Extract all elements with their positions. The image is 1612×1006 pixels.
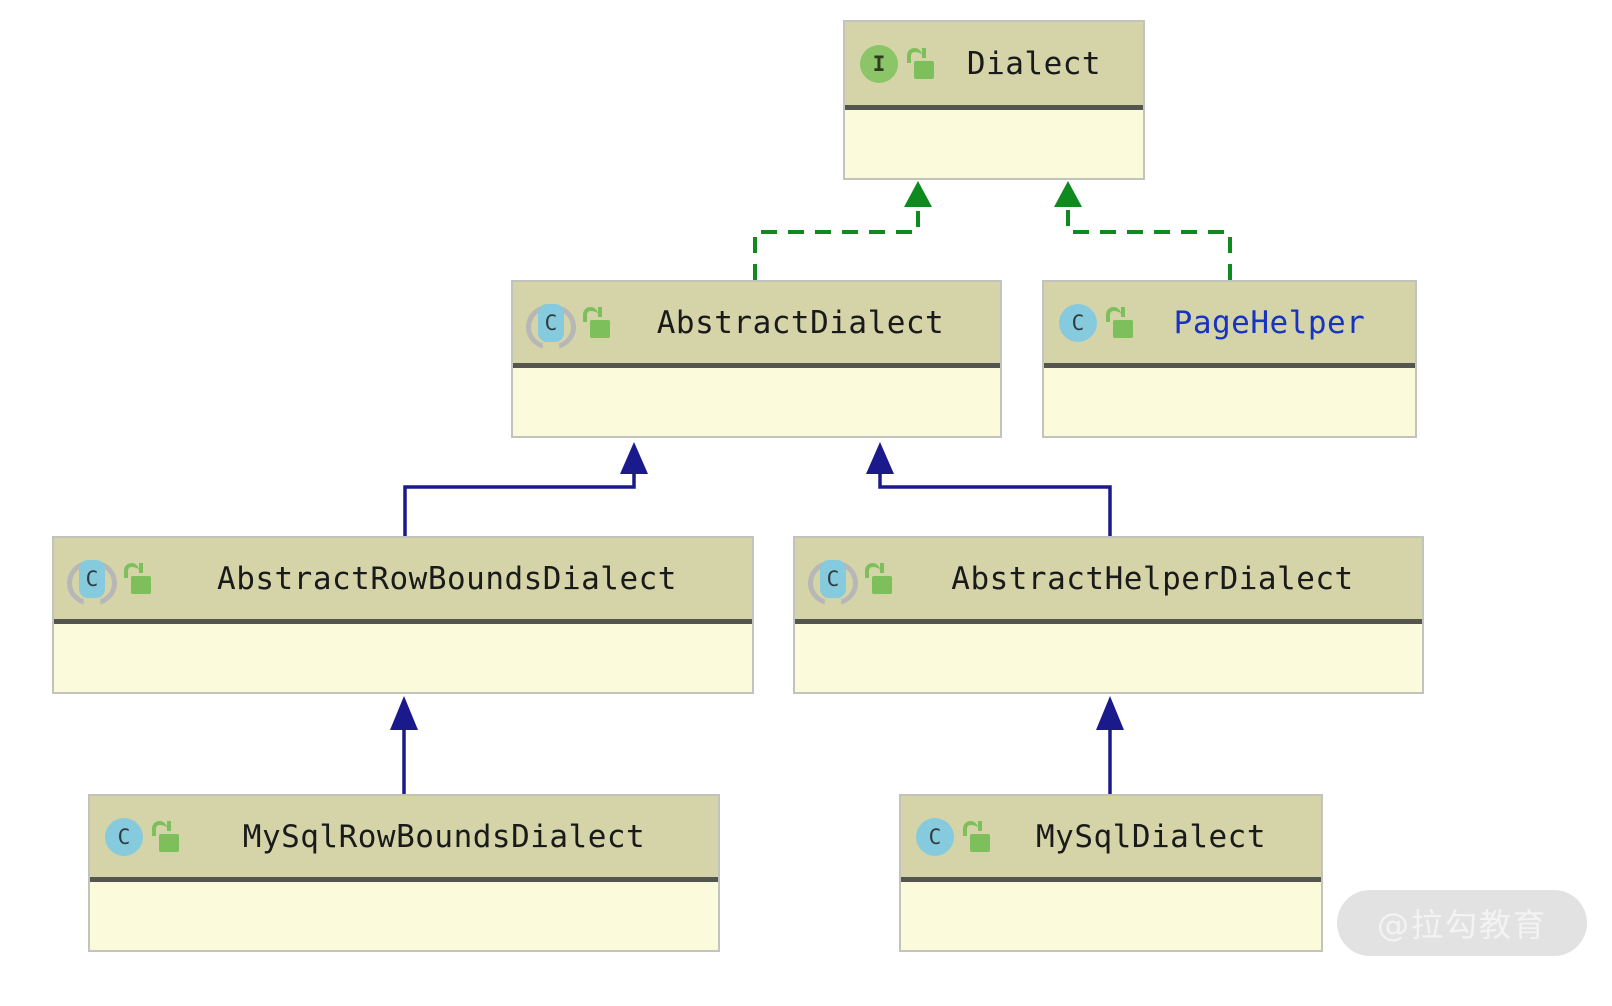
class-node-header: C PageHelper <box>1044 282 1415 368</box>
class-node-members <box>513 368 1000 435</box>
stereotype-icons: C <box>526 303 611 349</box>
interface-icon: I <box>859 44 899 84</box>
class-node-header: C AbstractRowBoundsDialect <box>54 538 752 624</box>
abstract-class-icon-glyph: C <box>538 303 564 342</box>
class-node-header: I Dialect <box>845 22 1143 110</box>
stereotype-icons: C <box>915 817 991 857</box>
class-icon-glyph: C <box>105 817 143 856</box>
class-name-label: Dialect <box>966 45 1102 82</box>
unlock-icon <box>1104 306 1134 340</box>
class-node-members <box>901 882 1321 949</box>
edge-generalization-mysqlrowbounds-to-abstractrowbounds <box>390 696 418 794</box>
unlock-icon <box>905 47 935 81</box>
class-icon-glyph: C <box>1059 303 1097 342</box>
class-name-label: PageHelper <box>1173 304 1366 341</box>
class-node-members <box>54 624 752 691</box>
class-name-label: AbstractDialect <box>656 304 945 341</box>
unlock-icon <box>581 306 611 340</box>
abstract-class-icon-glyph: C <box>820 559 846 598</box>
class-name-label: AbstractRowBoundsDialect <box>217 560 677 597</box>
class-node-members <box>795 624 1422 691</box>
class-icon: C <box>915 817 955 857</box>
class-node-members <box>845 110 1143 177</box>
class-node-abstract-dialect[interactable]: C AbstractDialect <box>511 280 1002 438</box>
abstract-class-icon: C <box>67 559 117 605</box>
class-node-mysql-row-bounds-dialect[interactable]: C MySqlRowBoundsDialect <box>88 794 720 952</box>
watermark-label: @拉勾教育 <box>1337 890 1587 956</box>
unlock-icon <box>122 562 152 596</box>
stereotype-icons: C <box>1058 303 1134 343</box>
edge-realization-pagehelper-to-dialect <box>1054 181 1232 280</box>
edge-realization-abstractdialect-to-dialect <box>753 181 932 280</box>
class-icon: C <box>1058 303 1098 343</box>
unlock-icon <box>961 820 991 854</box>
class-node-members <box>1044 368 1415 435</box>
edge-generalization-mysqldialect-to-abstracthelper <box>1096 696 1124 794</box>
class-name-label: AbstractHelperDialect <box>951 560 1354 597</box>
interface-icon-glyph: I <box>860 44 898 83</box>
class-node-page-helper[interactable]: C PageHelper <box>1042 280 1417 438</box>
stereotype-icons: C <box>104 817 180 857</box>
class-node-header: C AbstractHelperDialect <box>795 538 1422 624</box>
stereotype-icons: C <box>67 559 152 605</box>
class-node-abstract-row-bounds-dialect[interactable]: C AbstractRowBoundsDialect <box>52 536 754 694</box>
class-name-label: MySqlRowBoundsDialect <box>242 818 646 855</box>
unlock-icon <box>863 562 893 596</box>
stereotype-icons: I <box>859 44 935 84</box>
class-icon-glyph: C <box>916 817 954 856</box>
abstract-class-icon-glyph: C <box>79 559 105 598</box>
class-icon: C <box>104 817 144 857</box>
abstract-class-icon: C <box>808 559 858 605</box>
unlock-icon <box>150 820 180 854</box>
edge-generalization-abstractrowbounds-to-abstractdialect <box>403 442 648 536</box>
class-node-abstract-helper-dialect[interactable]: C AbstractHelperDialect <box>793 536 1424 694</box>
abstract-class-icon: C <box>526 303 576 349</box>
class-node-header: C MySqlDialect <box>901 796 1321 882</box>
class-node-header: C AbstractDialect <box>513 282 1000 368</box>
class-node-mysql-dialect[interactable]: C MySqlDialect <box>899 794 1323 952</box>
class-node-header: C MySqlRowBoundsDialect <box>90 796 718 882</box>
edge-generalization-abstracthelper-to-abstractdialect <box>866 442 1112 536</box>
class-name-label: MySqlDialect <box>1036 818 1266 855</box>
class-node-dialect[interactable]: I Dialect <box>843 20 1145 180</box>
stereotype-icons: C <box>808 559 893 605</box>
class-node-members <box>90 882 718 949</box>
